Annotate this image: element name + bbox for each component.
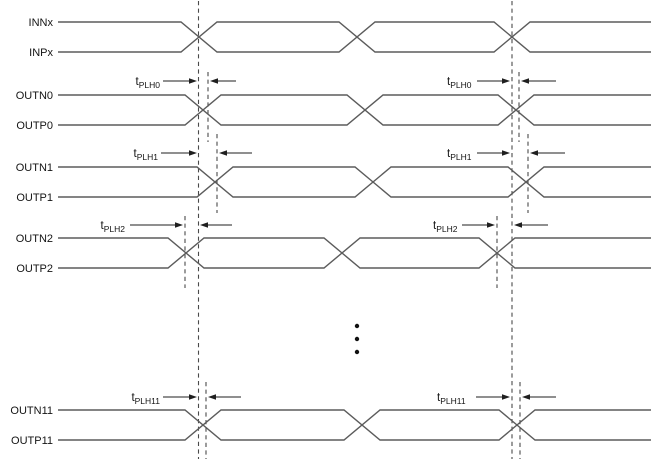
timing-label-tplh0-left: tPLH0: [136, 76, 161, 90]
signal-label-outn2: OUTN2: [16, 233, 53, 245]
tplh0-measure-left: [163, 78, 236, 84]
arrow-left-icon: [210, 78, 218, 84]
arrow-left-icon: [208, 394, 216, 400]
arrow-left-icon: [219, 150, 227, 156]
dot: [354, 336, 360, 342]
arrow-right-icon: [189, 78, 197, 84]
timing-label-base: t: [447, 76, 451, 88]
signal-pair-out11: [58, 409, 651, 441]
signal-label-outp1: OUTP1: [16, 192, 53, 204]
arrow-left-icon: [522, 394, 530, 400]
timing-label-tplh11-left: tPLH11: [131, 392, 160, 406]
signal-label-outp11: OUTP11: [11, 435, 53, 447]
timing-label-tplh2-left: tPLH2: [101, 220, 126, 234]
signal-label-outn11: OUTN11: [10, 405, 53, 417]
waveform-outn1: [58, 166, 651, 198]
tplh2-measure-right: [462, 222, 548, 228]
input-crossover-reference-lines: [197, 1, 513, 459]
signal-label-outn1: OUTN1: [16, 162, 53, 174]
timing-label-subscript: PLH2: [436, 224, 458, 234]
tplh1-measure-right: [477, 150, 565, 156]
tplh1-measure-left: [161, 150, 252, 156]
tplh2-measure-left: [130, 222, 232, 228]
tplh11-measure-left: [163, 394, 241, 400]
signal-label-innx: INNx: [29, 17, 54, 29]
arrow-right-icon: [189, 150, 197, 156]
timing-label-subscript: PLH0: [139, 80, 161, 90]
signal-pair-out1: [58, 166, 651, 198]
signal-label-outp2: OUTP2: [16, 263, 53, 275]
signal-label-outn0: OUTN0: [16, 90, 53, 102]
arrow-left-icon: [530, 150, 538, 156]
timing-label-base: t: [101, 220, 105, 232]
waveform-outp1: [58, 166, 651, 198]
arrow-right-icon: [502, 78, 510, 84]
continuation-dots: [354, 323, 360, 355]
signal-label-inpx: INPx: [29, 47, 53, 59]
timing-label-subscript: PLH1: [137, 152, 159, 162]
signal-labels: INNx INPx OUTN0 OUTP0 OUTN1 OUTP1 OUTN2 …: [10, 17, 53, 447]
timing-label-tplh0-right: tPLH0: [447, 76, 472, 90]
timing-label-base: t: [437, 392, 441, 404]
signal-pair-in: [58, 21, 651, 53]
waveform-inpx: [58, 21, 651, 53]
dot: [354, 349, 360, 355]
waveform-outp0: [58, 94, 651, 126]
timing-label-base: t: [131, 392, 135, 404]
timing-labels-left: tPLH0 tPLH1 tPLH2 tPLH11: [101, 76, 161, 406]
signal-label-outp0: OUTP0: [16, 120, 53, 132]
timing-label-base: t: [134, 148, 138, 160]
timing-label-subscript: PLH11: [135, 396, 161, 406]
timing-label-tplh1-left: tPLH1: [134, 148, 159, 162]
waveform-outn11: [58, 409, 651, 441]
tplh0-measure-right: [477, 78, 556, 84]
signal-pair-out0: [58, 94, 651, 126]
waveform-outp2: [58, 237, 651, 269]
output-crossover-reference-lines: [184, 72, 529, 459]
arrow-right-icon: [502, 394, 510, 400]
arrow-right-icon: [189, 394, 197, 400]
timing-label-subscript: PLH0: [450, 80, 472, 90]
arrow-left-icon: [514, 222, 522, 228]
arrow-right-icon: [175, 222, 183, 228]
arrow-right-icon: [502, 150, 510, 156]
timing-label-base: t: [447, 148, 451, 160]
waveform-outp11: [58, 409, 651, 441]
timing-label-tplh2-right: tPLH2: [433, 220, 458, 234]
waveform-innx: [58, 21, 651, 53]
timing-label-subscript: PLH11: [440, 396, 466, 406]
waveform-outn0: [58, 94, 651, 126]
timing-label-subscript: PLH2: [104, 224, 126, 234]
timing-label-base: t: [433, 220, 437, 232]
arrow-right-icon: [487, 222, 495, 228]
timing-label-subscript: PLH1: [450, 152, 472, 162]
arrow-left-icon: [521, 78, 529, 84]
timing-label-tplh1-right: tPLH1: [447, 148, 472, 162]
tplh11-measure-right: [476, 394, 556, 400]
signal-pair-out2: [58, 237, 651, 269]
timing-label-tplh11-right: tPLH11: [437, 392, 466, 406]
timing-labels-right: tPLH0 tPLH1 tPLH2 tPLH11: [433, 76, 472, 406]
timing-label-base: t: [136, 76, 140, 88]
dot: [354, 323, 360, 329]
arrow-left-icon: [200, 222, 208, 228]
